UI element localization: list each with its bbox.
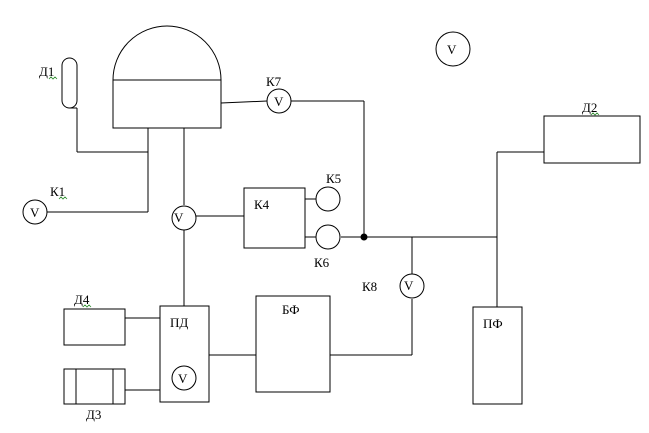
- junction-node: [360, 233, 368, 241]
- unit-bf: БФ: [255, 295, 331, 393]
- valve-k6: К6: [314, 224, 341, 270]
- label-d1: Д1: [39, 64, 54, 79]
- label-k4: К4: [254, 197, 270, 212]
- sensor-d1: Д1: [39, 57, 78, 109]
- valve-pd-symbol: V: [178, 371, 188, 386]
- sensor-d3: Д3: [63, 368, 126, 422]
- valve-symbol-legend: V: [435, 31, 471, 67]
- valve-k7-symbol: V: [274, 94, 284, 109]
- legend-valve-symbol: V: [447, 42, 457, 57]
- valve-k5: К5: [315, 171, 341, 212]
- label-k8: К8: [362, 279, 377, 294]
- label-k6: К6: [314, 255, 330, 270]
- sensor-d2: Д2: [543, 100, 641, 164]
- valve-k7: V К7: [266, 74, 292, 114]
- label-k1: К1: [50, 184, 65, 199]
- valve-k1: V К1: [22, 184, 68, 225]
- label-bf: БФ: [282, 302, 300, 317]
- label-d4: Д4: [74, 292, 90, 307]
- label-k5: К5: [326, 171, 341, 186]
- vacuum-chamber: [112, 25, 222, 129]
- sensor-d4: Д4: [63, 292, 126, 346]
- valve-k8: V К8: [362, 273, 425, 299]
- pipelines: [47, 100, 544, 391]
- label-k7: К7: [266, 74, 282, 89]
- valve-main-line: V: [171, 205, 197, 231]
- label-pd: ПД: [170, 315, 188, 330]
- label-d3: Д3: [86, 407, 101, 422]
- unit-k4: К4: [243, 187, 306, 249]
- label-pf: ПФ: [483, 316, 503, 331]
- valve-k1-symbol: V: [30, 205, 40, 220]
- valve-main-line-symbol: V: [174, 210, 184, 225]
- unit-pf: ПФ: [472, 306, 523, 405]
- unit-pd: ПД V: [159, 305, 210, 403]
- label-d2: Д2: [582, 100, 597, 115]
- valve-k8-symbol: V: [404, 278, 414, 293]
